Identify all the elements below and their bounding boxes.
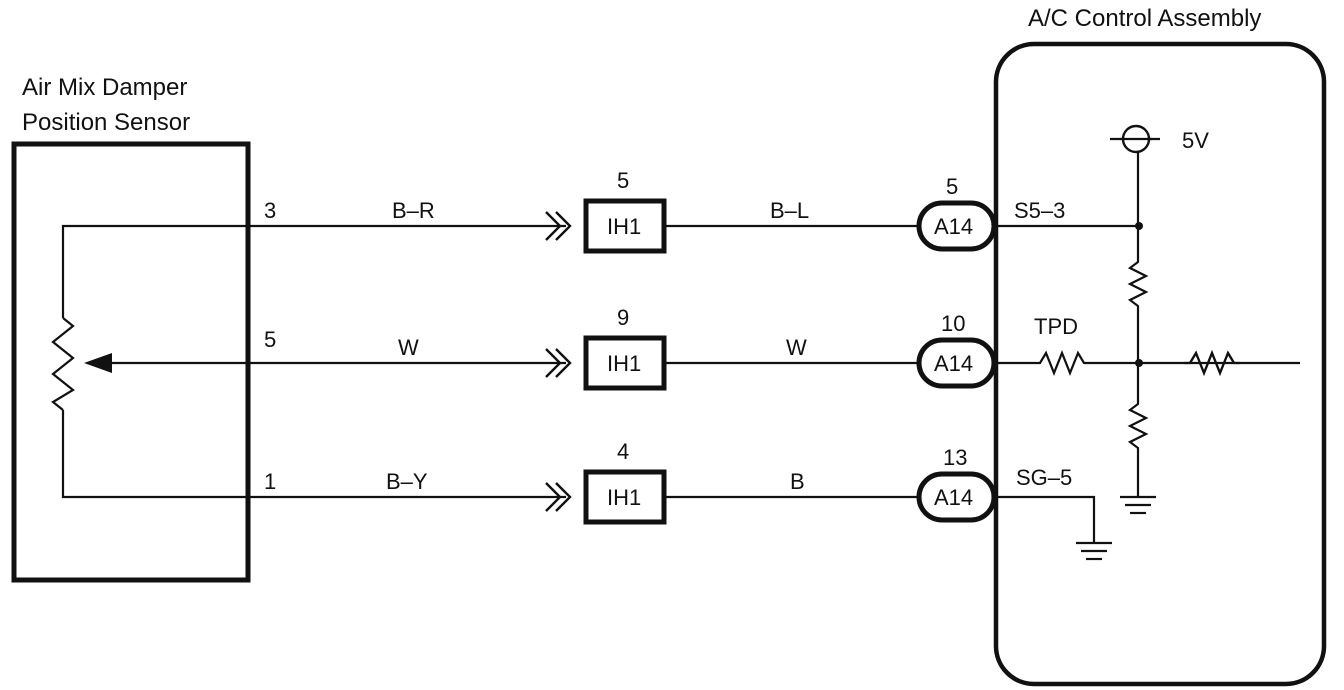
sensor-pin-label: 5 xyxy=(264,327,276,352)
upper-resistor xyxy=(1127,226,1149,363)
sensor-internal-top-wire xyxy=(61,224,248,318)
supply-label: 5V xyxy=(1182,128,1209,153)
connector-chevron-icon xyxy=(545,348,572,378)
tpd-label: TPD xyxy=(1034,314,1078,339)
ground-icon xyxy=(1076,541,1112,561)
ih-connector xyxy=(583,335,667,391)
lower-resistor xyxy=(1127,363,1149,497)
a-connector-label: A14 xyxy=(934,214,973,239)
ecu-title: A/C Control Assembly xyxy=(1028,5,1261,32)
sensor-pin-label: 3 xyxy=(264,198,276,223)
wire-color-label: W xyxy=(398,335,419,360)
connector-chevron-icon xyxy=(545,211,572,241)
a-connector xyxy=(916,471,997,523)
potentiometer-resistor xyxy=(51,317,75,411)
wire-color-label: W xyxy=(786,335,807,360)
ih-pin-label: 5 xyxy=(617,168,629,193)
wire-color-label: B–L xyxy=(770,198,809,223)
a-pin-label: 5 xyxy=(946,174,958,199)
ih-connector xyxy=(583,469,667,525)
ecu-terminal-label: S5–3 xyxy=(1014,198,1065,223)
circuit-2: 5 W 9 IH1 W 10 A14 TPD xyxy=(248,305,1300,391)
circuit-1: 3 B–R 5 IH1 B–L 5 A14 S5–3 xyxy=(248,168,1140,254)
a-pin-label: 13 xyxy=(943,445,967,470)
ih-connector-label: IH1 xyxy=(607,351,641,376)
a-connector-label: A14 xyxy=(934,351,973,376)
right-resistor xyxy=(1184,350,1240,376)
ih-connector-label: IH1 xyxy=(607,485,641,510)
sensor-internal-bottom-wire xyxy=(61,410,248,499)
ih-pin-label: 4 xyxy=(617,439,629,464)
wire-color-label: B–R xyxy=(392,198,435,223)
ih-connector-label: IH1 xyxy=(607,214,641,239)
ground-icon xyxy=(1120,495,1156,515)
wire-color-label: B–Y xyxy=(386,469,428,494)
sensor-title-line2: Position Sensor xyxy=(22,109,190,136)
tpd-resistor xyxy=(996,350,1300,376)
circuit-3: 1 B–Y 4 IH1 B 13 A14 SG–5 xyxy=(248,439,1112,561)
sg-ground-wire xyxy=(996,495,1096,543)
sensor-title-line1: Air Mix Damper xyxy=(22,74,187,101)
wiper-arrow xyxy=(84,353,112,373)
ecu-terminal-label: SG–5 xyxy=(1016,465,1072,490)
connector-chevron-icon xyxy=(545,482,572,512)
a-connector xyxy=(916,337,997,389)
sensor-pin-label: 1 xyxy=(264,469,276,494)
ecu-divider-network: 5V xyxy=(1110,124,1240,515)
wire-color-label: B xyxy=(790,469,805,494)
a-connector-label: A14 xyxy=(934,485,973,510)
a-pin-label: 10 xyxy=(941,311,965,336)
ih-pin-label: 9 xyxy=(617,305,629,330)
a-connector xyxy=(916,200,997,252)
